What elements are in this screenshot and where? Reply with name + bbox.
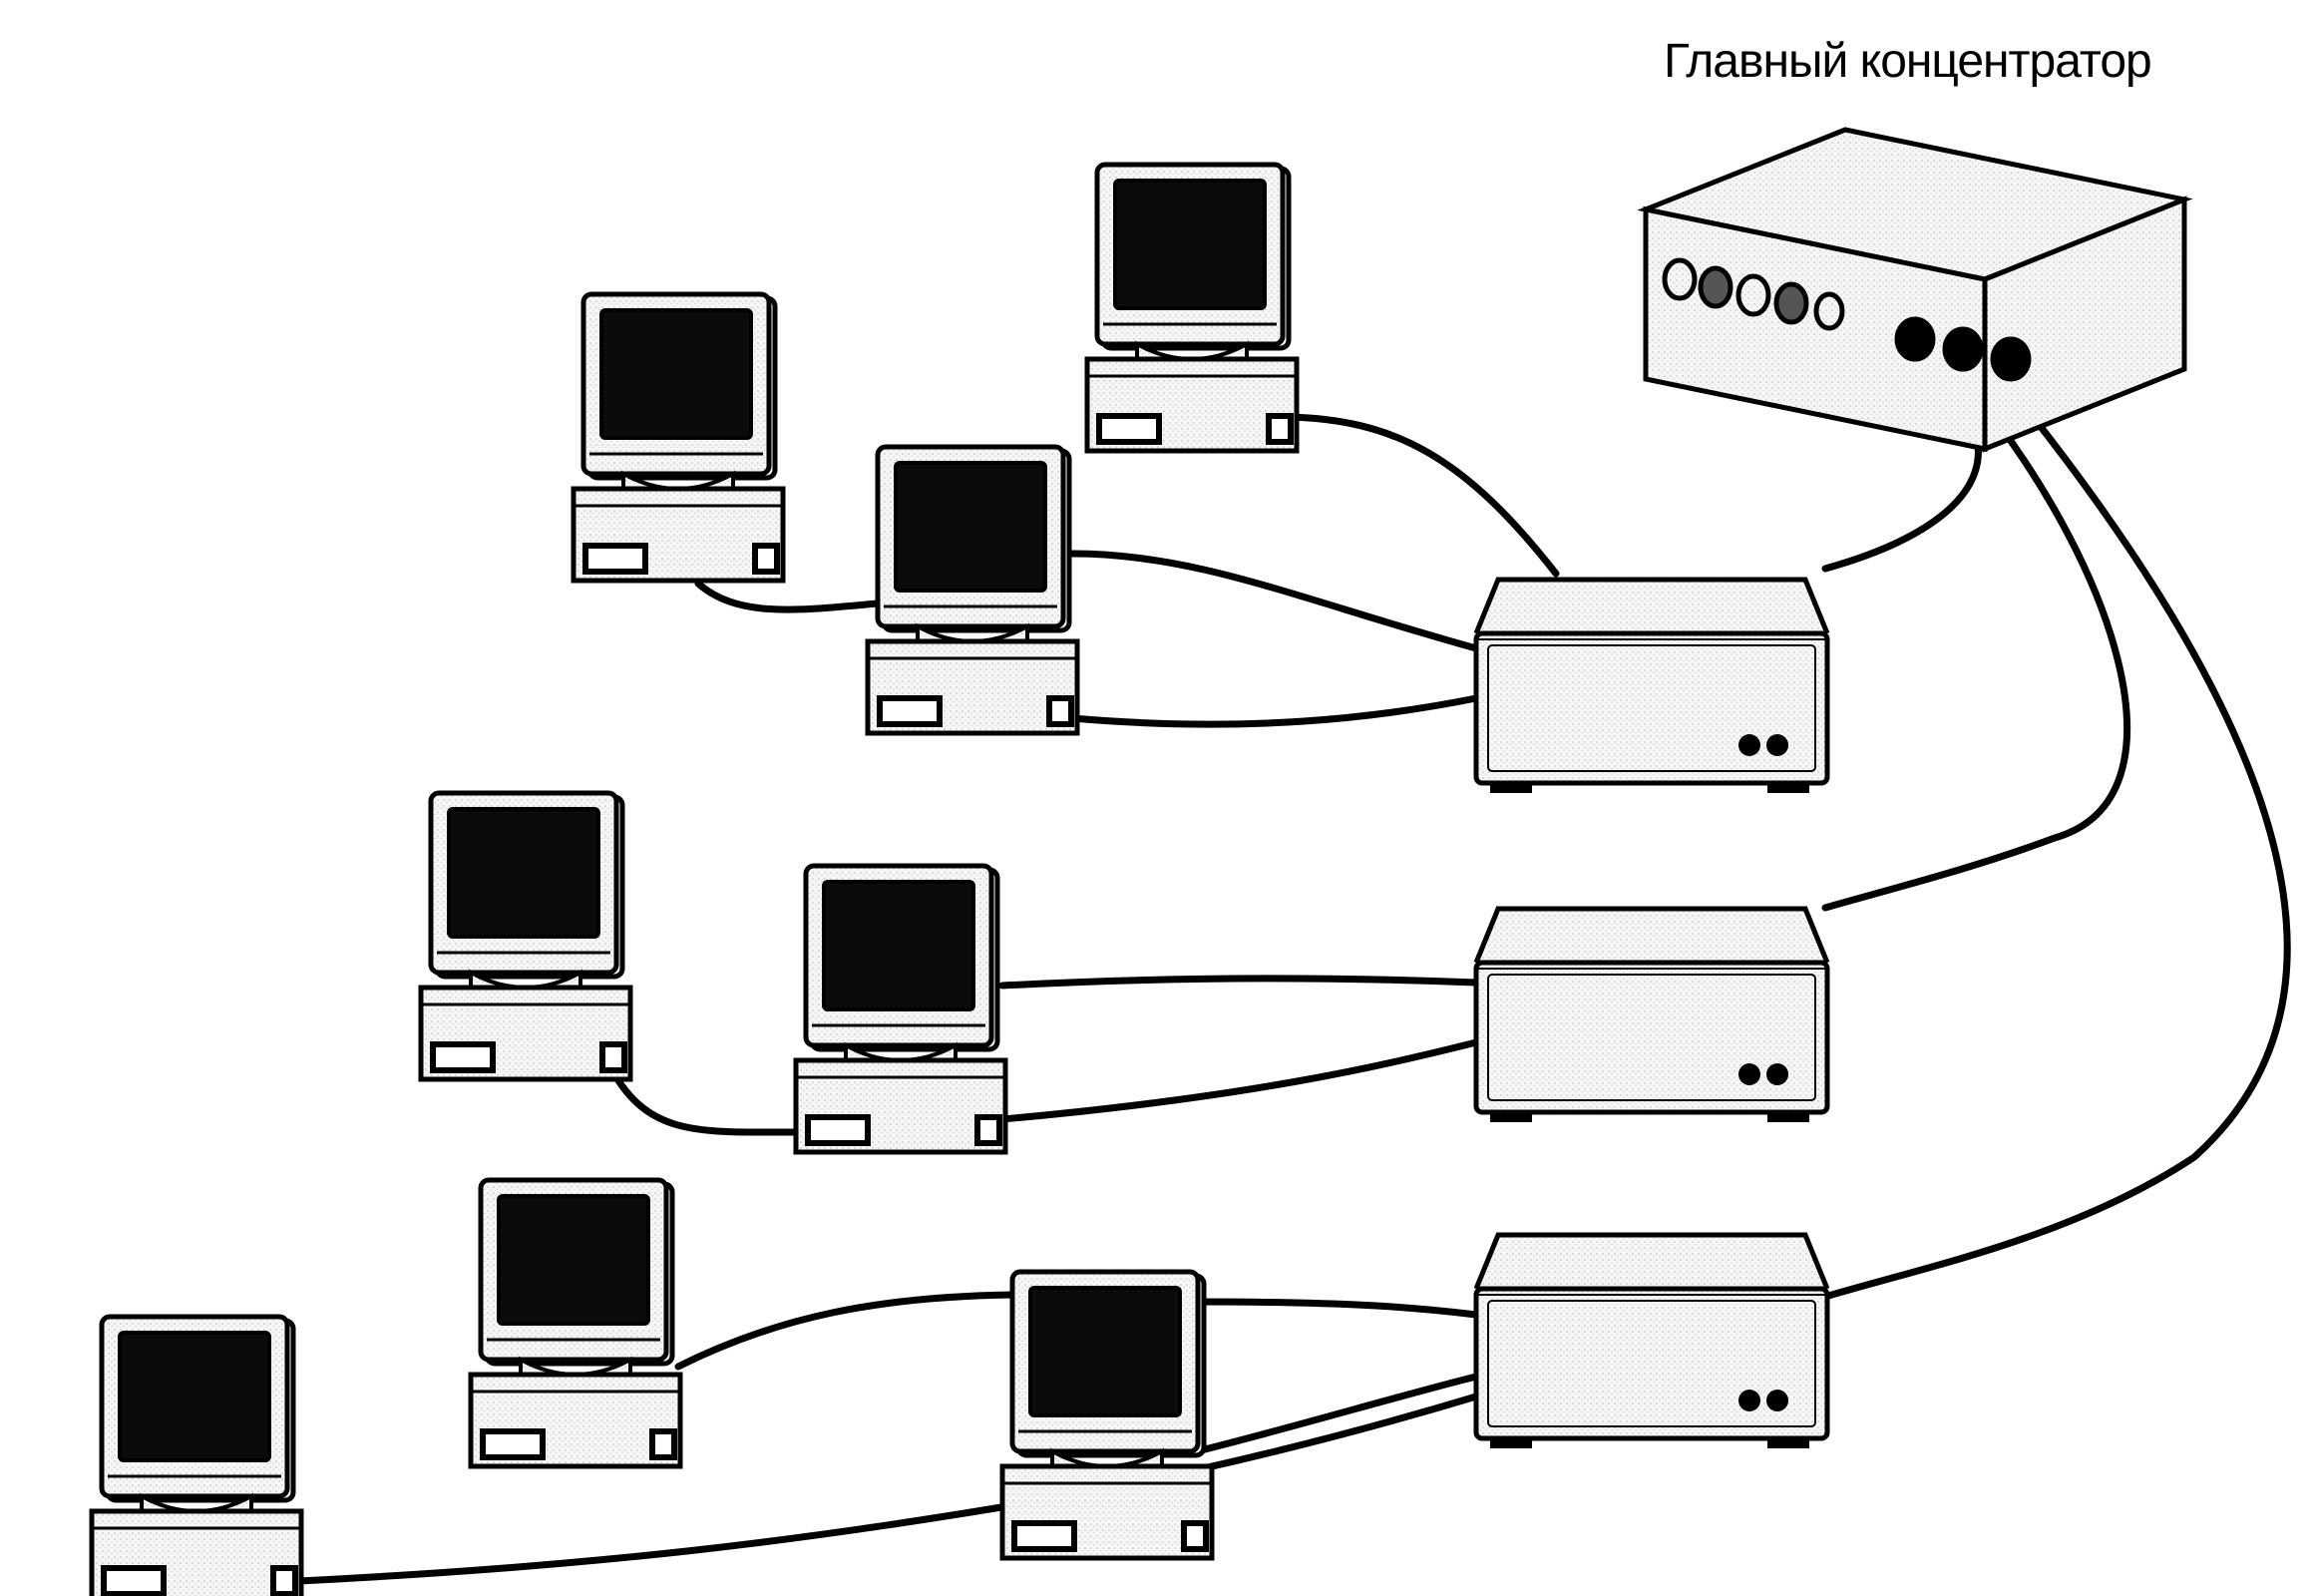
computer-6	[471, 1180, 680, 1466]
cable-pc2-to-hub-1	[1068, 550, 1480, 652]
cable-pc6-to-pc7	[674, 1291, 1016, 1371]
cable-pc7-to-hub-3	[1193, 1298, 1480, 1319]
computer-3	[1087, 165, 1297, 451]
main-hub-ports	[1662, 257, 2032, 382]
cable-pc1-to-pc2	[694, 580, 882, 613]
cables	[295, 363, 2291, 1585]
cable-pc3-to-hub-1	[1283, 413, 1560, 578]
cable-pc4-to-pc5	[606, 1063, 802, 1136]
computer-2	[868, 447, 1077, 733]
main-hub	[1637, 127, 2193, 453]
cable-main-to-hub-3	[1821, 385, 2291, 1301]
computer-1	[574, 294, 783, 581]
hub-2	[1476, 909, 1827, 1122]
computer-5	[796, 866, 1005, 1152]
cable-pc8-to-hub-3	[295, 1393, 1480, 1585]
computer-4	[421, 793, 630, 1079]
cable-pc7-case-to-hub-3	[1193, 1373, 1480, 1455]
hub-1	[1476, 580, 1827, 793]
main-hub-label: Главный концентратор	[1664, 35, 2152, 88]
cable-pc5-case-to-hub-2	[998, 1038, 1480, 1123]
hub-3	[1476, 1235, 1827, 1448]
cable-pc5-to-hub-2	[998, 975, 1480, 990]
computer-8	[92, 1317, 301, 1596]
cable-main-to-hub-2	[1821, 375, 2130, 912]
cable-pc2-case-to-hub-1	[1068, 694, 1480, 728]
computer-7	[1002, 1272, 1212, 1558]
